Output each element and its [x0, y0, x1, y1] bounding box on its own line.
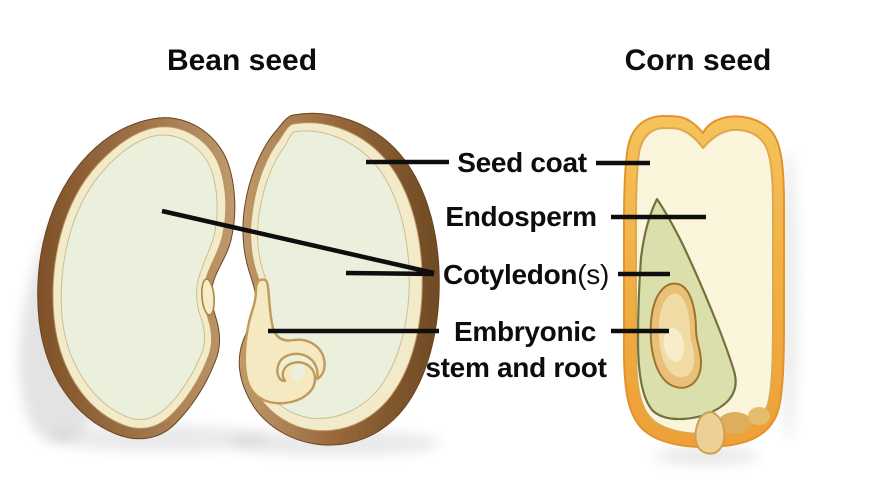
- pointer-lines: [161, 159, 706, 334]
- embryonic-label-line2: stem and root: [425, 352, 607, 383]
- bean-right-half: [238, 112, 440, 446]
- cotyledon-label-base: Cotyledon: [443, 259, 578, 290]
- bean-left-ground-shadow: [50, 425, 270, 451]
- bean-embryo-stem-root: [243, 278, 326, 405]
- tip-cap-drop: [694, 410, 726, 455]
- bean-left-cotyledon-face: [60, 134, 218, 420]
- tip-cap-mound: [748, 407, 770, 425]
- corn-embryo-core: [663, 328, 685, 362]
- corn-ground-shadow: [654, 447, 758, 465]
- tip-cap-mound: [718, 412, 752, 434]
- endosperm-label: Endosperm: [445, 201, 597, 232]
- bean-left-half: [37, 117, 236, 440]
- cotyledon-pointer-bean-left: [161, 208, 435, 276]
- hilum: [201, 278, 215, 316]
- seed-coat-label: Seed coat: [457, 147, 587, 178]
- corn-tip-cap: [694, 407, 770, 455]
- bean-seed-title: Bean seed: [166, 44, 318, 77]
- embryonic-label-line1: Embryonic: [453, 316, 597, 347]
- corn-seed-title: Corn seed: [624, 44, 772, 77]
- bean-embryo-hook-hole: [291, 363, 305, 381]
- cotyledon-label: Cotyledon(s): [443, 261, 609, 289]
- cotyledon-pointer-bean-right: [345, 270, 435, 277]
- cotyledon-label-suffix: (s): [577, 259, 609, 290]
- corn-kernel: [623, 114, 785, 455]
